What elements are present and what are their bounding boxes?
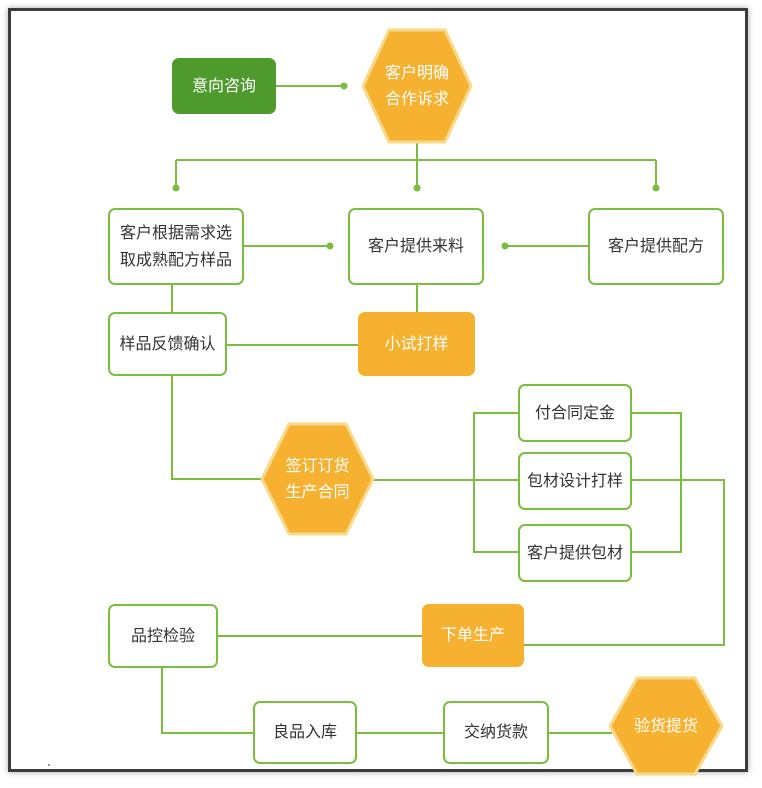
arrow-dot [340,82,348,90]
node-payment: 交纳货款 [443,701,549,764]
node-sample-feedback: 样品反馈确认 [108,312,227,376]
node-deposit: 付合同定金 [518,384,632,442]
node-packaging-design: 包材设计打样 [518,452,632,510]
node-clarify-line2: 合作诉求 [384,89,449,108]
connector-feedback-sign [171,376,265,480]
node-provide-material: 客户提供来料 [348,208,484,285]
node-sample-feedback-label: 样品反馈确认 [119,333,216,353]
node-order-production-label: 下单生产 [440,625,505,645]
node-trial-label: 小试打样 [384,333,449,353]
node-deposit-label: 付合同定金 [534,402,615,422]
hexagon-shape [260,422,375,536]
node-quality-control: 品控检验 [108,604,218,668]
node-inspect-pickup-label: 验货提货 [633,715,698,735]
stray-dot [48,764,50,766]
node-sign-contract: 签订订货 生产合同 [260,422,375,536]
node-provide-formula-label: 客户提供配方 [607,236,704,256]
node-select-line2: 取成熟配方样品 [119,249,232,269]
node-inquiry-label: 意向咨询 [191,75,256,95]
node-payment-label: 交纳货款 [463,722,528,742]
arrow-dot [413,184,421,192]
connector-quality-warehouse [161,668,253,734]
node-provide-packaging: 客户提供包材 [518,524,632,582]
node-sign-line2: 生产合同 [285,482,350,501]
node-select-line1: 客户根据需求选 [119,223,232,243]
node-order-production: 下单生产 [422,604,524,667]
arrow-dot [652,184,660,192]
bracket-left [473,412,518,553]
bracket-right [632,412,682,553]
node-inspect-pickup: 验货提货 [608,676,724,776]
node-provide-packaging-label: 客户提供包材 [526,542,623,562]
node-warehouse: 良品入库 [253,701,357,764]
node-select: 客户根据需求选 取成熟配方样品 [108,208,244,285]
node-trial: 小试打样 [358,312,475,376]
node-inquiry: 意向咨询 [172,58,276,114]
node-warehouse-label: 良品入库 [272,722,337,742]
hexagon-shape [361,28,473,144]
node-clarify-line1: 客户明确 [384,62,449,82]
node-clarify: 客户明确 合作诉求 [361,28,473,144]
node-provide-formula: 客户提供配方 [588,208,724,285]
node-provide-material-label: 客户提供来料 [367,236,464,256]
hexagon-shape [608,676,724,776]
arrow-dot [172,184,180,192]
node-sign-line1: 签订订货 [285,455,350,475]
node-packaging-design-label: 包材设计打样 [526,470,623,490]
arrow-dot [501,242,509,250]
connector-packaging-order [524,479,725,646]
arrow-dot [326,242,334,250]
node-quality-control-label: 品控检验 [130,625,195,645]
